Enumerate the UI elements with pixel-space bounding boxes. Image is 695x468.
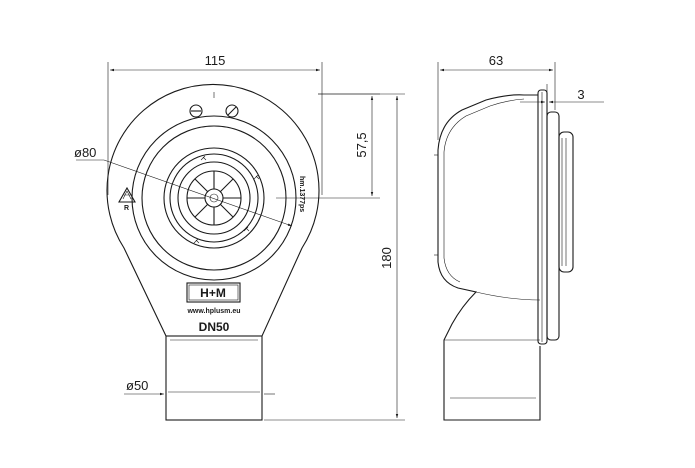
brand-logo: H+M xyxy=(186,282,241,303)
website-text: www.hplusm.eu xyxy=(186,308,240,315)
screw-left-icon xyxy=(189,104,203,118)
side-dimensions: 63 3 xyxy=(437,53,604,140)
dim-3: 3 xyxy=(577,87,584,102)
ring-3 xyxy=(163,147,265,249)
flange-plate xyxy=(537,89,548,345)
size-label: DN50 xyxy=(199,320,230,334)
svg-text:H+M: H+M xyxy=(200,286,226,300)
screw-right-icon xyxy=(225,104,239,118)
side-body-outline xyxy=(437,94,541,421)
front-plate xyxy=(546,111,560,341)
dim-63: 63 xyxy=(489,53,503,68)
front-view: R hm.1377ps H+M www.hplusm.eu DN50 xyxy=(106,83,320,421)
grate-spokes xyxy=(187,171,241,225)
recycle-icon: R xyxy=(118,186,136,212)
dim-57-5: 57,5 xyxy=(354,132,369,157)
outer-ring xyxy=(131,115,297,281)
outlet-pipe xyxy=(165,335,263,421)
dim-dia-80: ø80 xyxy=(74,145,96,160)
dim-180: 180 xyxy=(379,247,394,269)
svg-text:R: R xyxy=(124,205,129,212)
dim-dia-50: ø50 xyxy=(126,378,148,393)
side-view xyxy=(434,89,574,421)
grate-outer xyxy=(177,161,251,235)
dim-115: 115 xyxy=(205,53,226,68)
ring-4 xyxy=(169,153,259,243)
front-dimensions: 115 57,5 180 ø80 ø50 xyxy=(74,53,405,421)
ring-ticks xyxy=(193,155,260,244)
front-body-outline xyxy=(106,83,320,337)
grate-cap xyxy=(558,131,574,273)
flow-marking: hm.1377ps xyxy=(298,176,305,212)
